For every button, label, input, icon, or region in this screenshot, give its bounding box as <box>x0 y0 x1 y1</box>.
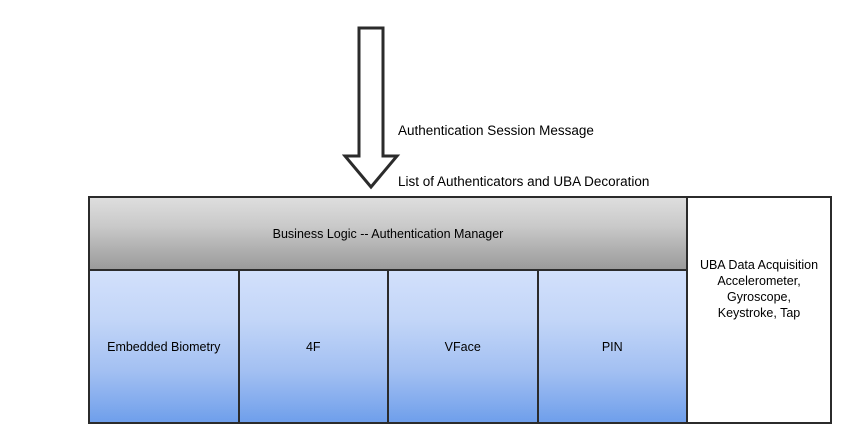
arrow-message-line-1: Authentication Session Message <box>398 123 594 138</box>
arrow-message-line-2: List of Authenticators and UBA Decoratio… <box>398 174 650 189</box>
authenticator-label: VFace <box>444 339 481 354</box>
authenticator-label: PIN <box>601 339 623 354</box>
authenticator-box-embedded-biometry: Embedded Biometry <box>90 271 240 422</box>
authenticator-box-4f: 4F <box>239 271 389 422</box>
arrow-message-label: Authentication Session Message List of A… <box>398 88 649 224</box>
business-logic-bar: Business Logic -- Authentication Manager <box>90 198 686 271</box>
authenticator-label: 4F <box>305 339 321 354</box>
architecture-container: Business Logic -- Authentication Manager… <box>88 196 832 424</box>
authenticator-box-vface: VFace <box>389 271 539 422</box>
authenticator-row: Embedded Biometry 4F VFace PIN <box>90 271 686 422</box>
uba-data-acquisition-panel: UBA Data Acquisition Accelerometer, Gyro… <box>688 198 830 422</box>
uba-panel-label: UBA Data Acquisition Accelerometer, Gyro… <box>699 258 819 320</box>
authentication-stack: Business Logic -- Authentication Manager… <box>90 198 688 422</box>
authenticator-box-pin: PIN <box>538 271 686 422</box>
authenticator-label: Embedded Biometry <box>107 339 221 354</box>
arrow-shape <box>342 26 401 190</box>
business-logic-label: Business Logic -- Authentication Manager <box>272 226 504 241</box>
down-arrow-icon <box>342 26 402 190</box>
